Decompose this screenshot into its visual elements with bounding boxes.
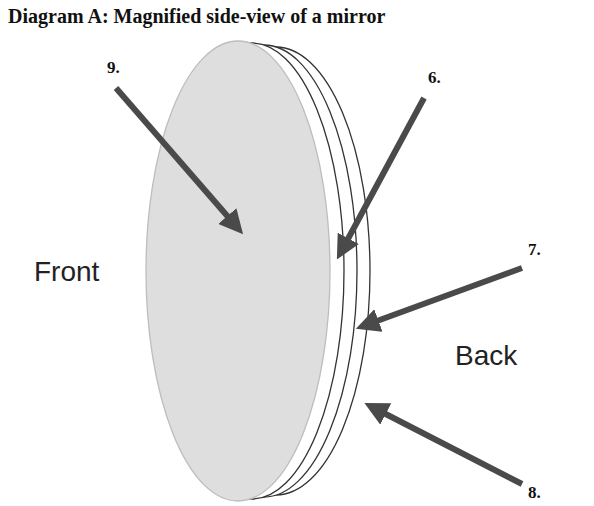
leader-arrow bbox=[116, 88, 236, 226]
side-label: Front bbox=[34, 256, 99, 288]
diagram-title: Diagram A: Magnified side-view of a mirr… bbox=[8, 5, 385, 28]
callout-number: 7. bbox=[528, 240, 541, 260]
leader-arrow bbox=[374, 408, 522, 484]
callout-number: 6. bbox=[428, 68, 441, 88]
front-glass bbox=[146, 41, 330, 501]
leader-arrow bbox=[342, 98, 424, 250]
callout-number: 9. bbox=[107, 58, 120, 78]
callout-number: 8. bbox=[528, 483, 541, 503]
mirror-layers bbox=[146, 41, 370, 501]
leader-arrow bbox=[366, 268, 522, 325]
side-label: Back bbox=[455, 340, 517, 372]
